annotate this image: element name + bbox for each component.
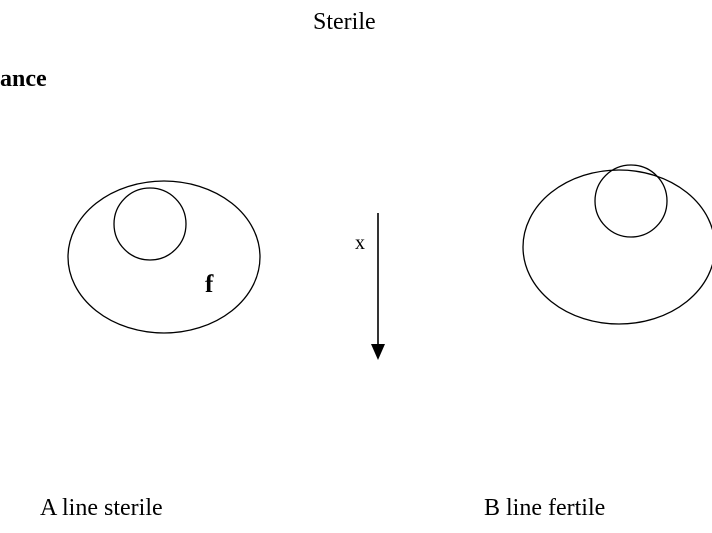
cell-a-factor-label: f xyxy=(205,271,214,298)
cell-b-outer xyxy=(522,169,712,325)
cell-b-caption: B line fertile xyxy=(484,495,606,521)
cell-a-nucleus xyxy=(113,187,187,261)
cross-arrow-head xyxy=(371,344,385,360)
cell-b-nucleus xyxy=(594,164,668,238)
sterile-label: Sterile xyxy=(313,9,376,35)
cell-a-outer xyxy=(67,180,261,334)
cell-a-caption: A line sterile xyxy=(40,495,163,521)
cross-symbol-label: x xyxy=(355,232,365,254)
section-heading-fragment: ance xyxy=(0,66,47,92)
